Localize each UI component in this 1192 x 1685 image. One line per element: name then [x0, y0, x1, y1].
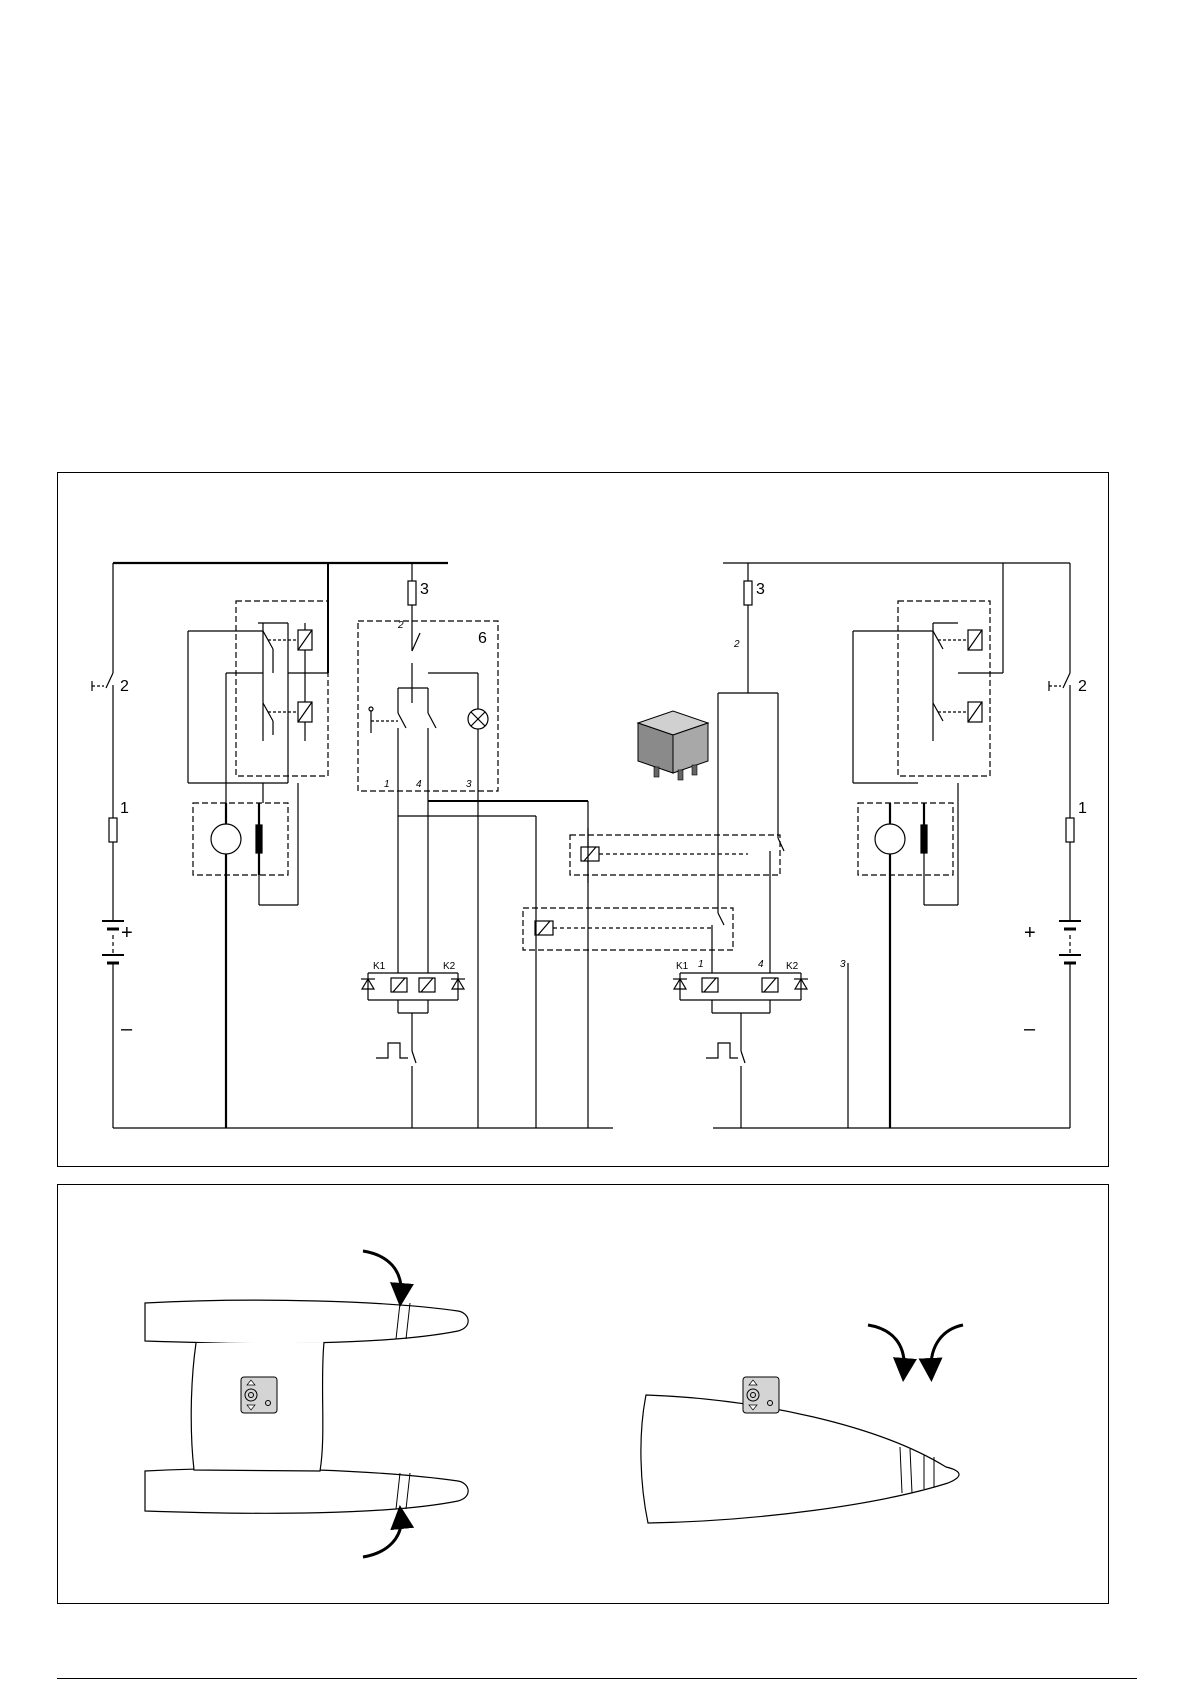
left-battery-plus: + — [121, 922, 133, 944]
right-fuse-1-label: 1 — [1078, 800, 1087, 817]
right-relay-k1-label: K1 — [676, 961, 689, 972]
right-terminal-4-label: 4 — [758, 959, 764, 970]
left-terminal-4-label: 4 — [416, 779, 422, 790]
right-terminal-1-label: 1 — [698, 959, 704, 970]
wiring-diagram-panel: 3 2 1 6 2 1 4 3 K1 K2 + – 3 2 1 2 1 4 3 … — [57, 472, 1109, 1167]
monohull — [641, 1395, 959, 1523]
wiring-diagram: 3 2 1 6 2 1 4 3 K1 K2 + – 3 2 1 2 1 4 3 … — [58, 473, 1110, 1168]
right-relay-k2-label: K2 — [786, 961, 799, 972]
right-terminal-3-label: 3 — [840, 959, 846, 970]
catamaran-lower-hull — [145, 1469, 468, 1514]
right-switch-2-label: 2 — [1078, 678, 1087, 695]
right-battery-minus: – — [1024, 1018, 1036, 1040]
right-battery-plus: + — [1024, 922, 1036, 944]
left-control-box-6-label: 6 — [478, 630, 487, 647]
boat-illustration-panel — [57, 1184, 1109, 1604]
right-fuse-3-label: 3 — [756, 581, 765, 598]
relay-module-icon — [638, 711, 708, 780]
left-fuse-1-label: 1 — [120, 800, 129, 817]
left-fuse-3-label: 3 — [420, 581, 429, 598]
catamaran-upper-hull — [145, 1300, 468, 1343]
left-terminal-1-label: 1 — [384, 779, 390, 790]
left-switch-2-label: 2 — [120, 678, 129, 695]
left-battery-minus: – — [121, 1018, 133, 1040]
left-relay-k1-label: K1 — [373, 961, 386, 972]
boat-illustration — [58, 1185, 1110, 1605]
right-terminal-2-label: 2 — [733, 639, 740, 650]
joystick-panel-icon — [743, 1377, 779, 1413]
left-terminal-3-label: 3 — [466, 779, 472, 790]
left-relay-k2-label: K2 — [443, 961, 456, 972]
footer-rule — [57, 1678, 1137, 1679]
joystick-panel-icon — [241, 1377, 277, 1413]
left-terminal-2-label: 2 — [397, 620, 404, 631]
